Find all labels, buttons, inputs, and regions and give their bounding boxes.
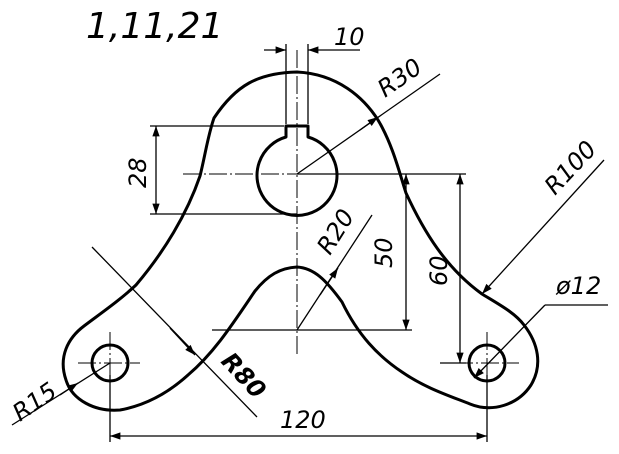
label-hole-diameter: ø12	[555, 272, 601, 300]
label-hub-radius: R30	[372, 53, 427, 103]
label-keyway-width: 10	[334, 23, 365, 51]
label-inner-arc-radius: R20	[311, 204, 360, 259]
part-outline	[61, 70, 540, 412]
dim-50-60	[212, 173, 466, 364]
leader-outer-fillet	[481, 159, 605, 295]
dim-keyway-width	[264, 44, 360, 124]
label-outer-fillet-radius: R100	[539, 135, 602, 200]
dim-keyway-depth	[150, 125, 297, 215]
label-keyway-depth: 28	[124, 157, 152, 188]
label-inner-fillet-radius: R80	[216, 347, 272, 404]
leader-hole-diameter	[473, 304, 608, 379]
label-bore-to-inner-arc: 50	[370, 237, 398, 268]
drawing-title: 1,11,21	[86, 6, 223, 47]
label-bore-to-hole-center: 60	[425, 255, 453, 286]
label-lug-radius: R15	[7, 377, 62, 427]
dim-hole-spacing	[109, 375, 488, 442]
label-hole-spacing: 120	[280, 406, 326, 434]
bore-with-keyway	[255, 124, 339, 217]
